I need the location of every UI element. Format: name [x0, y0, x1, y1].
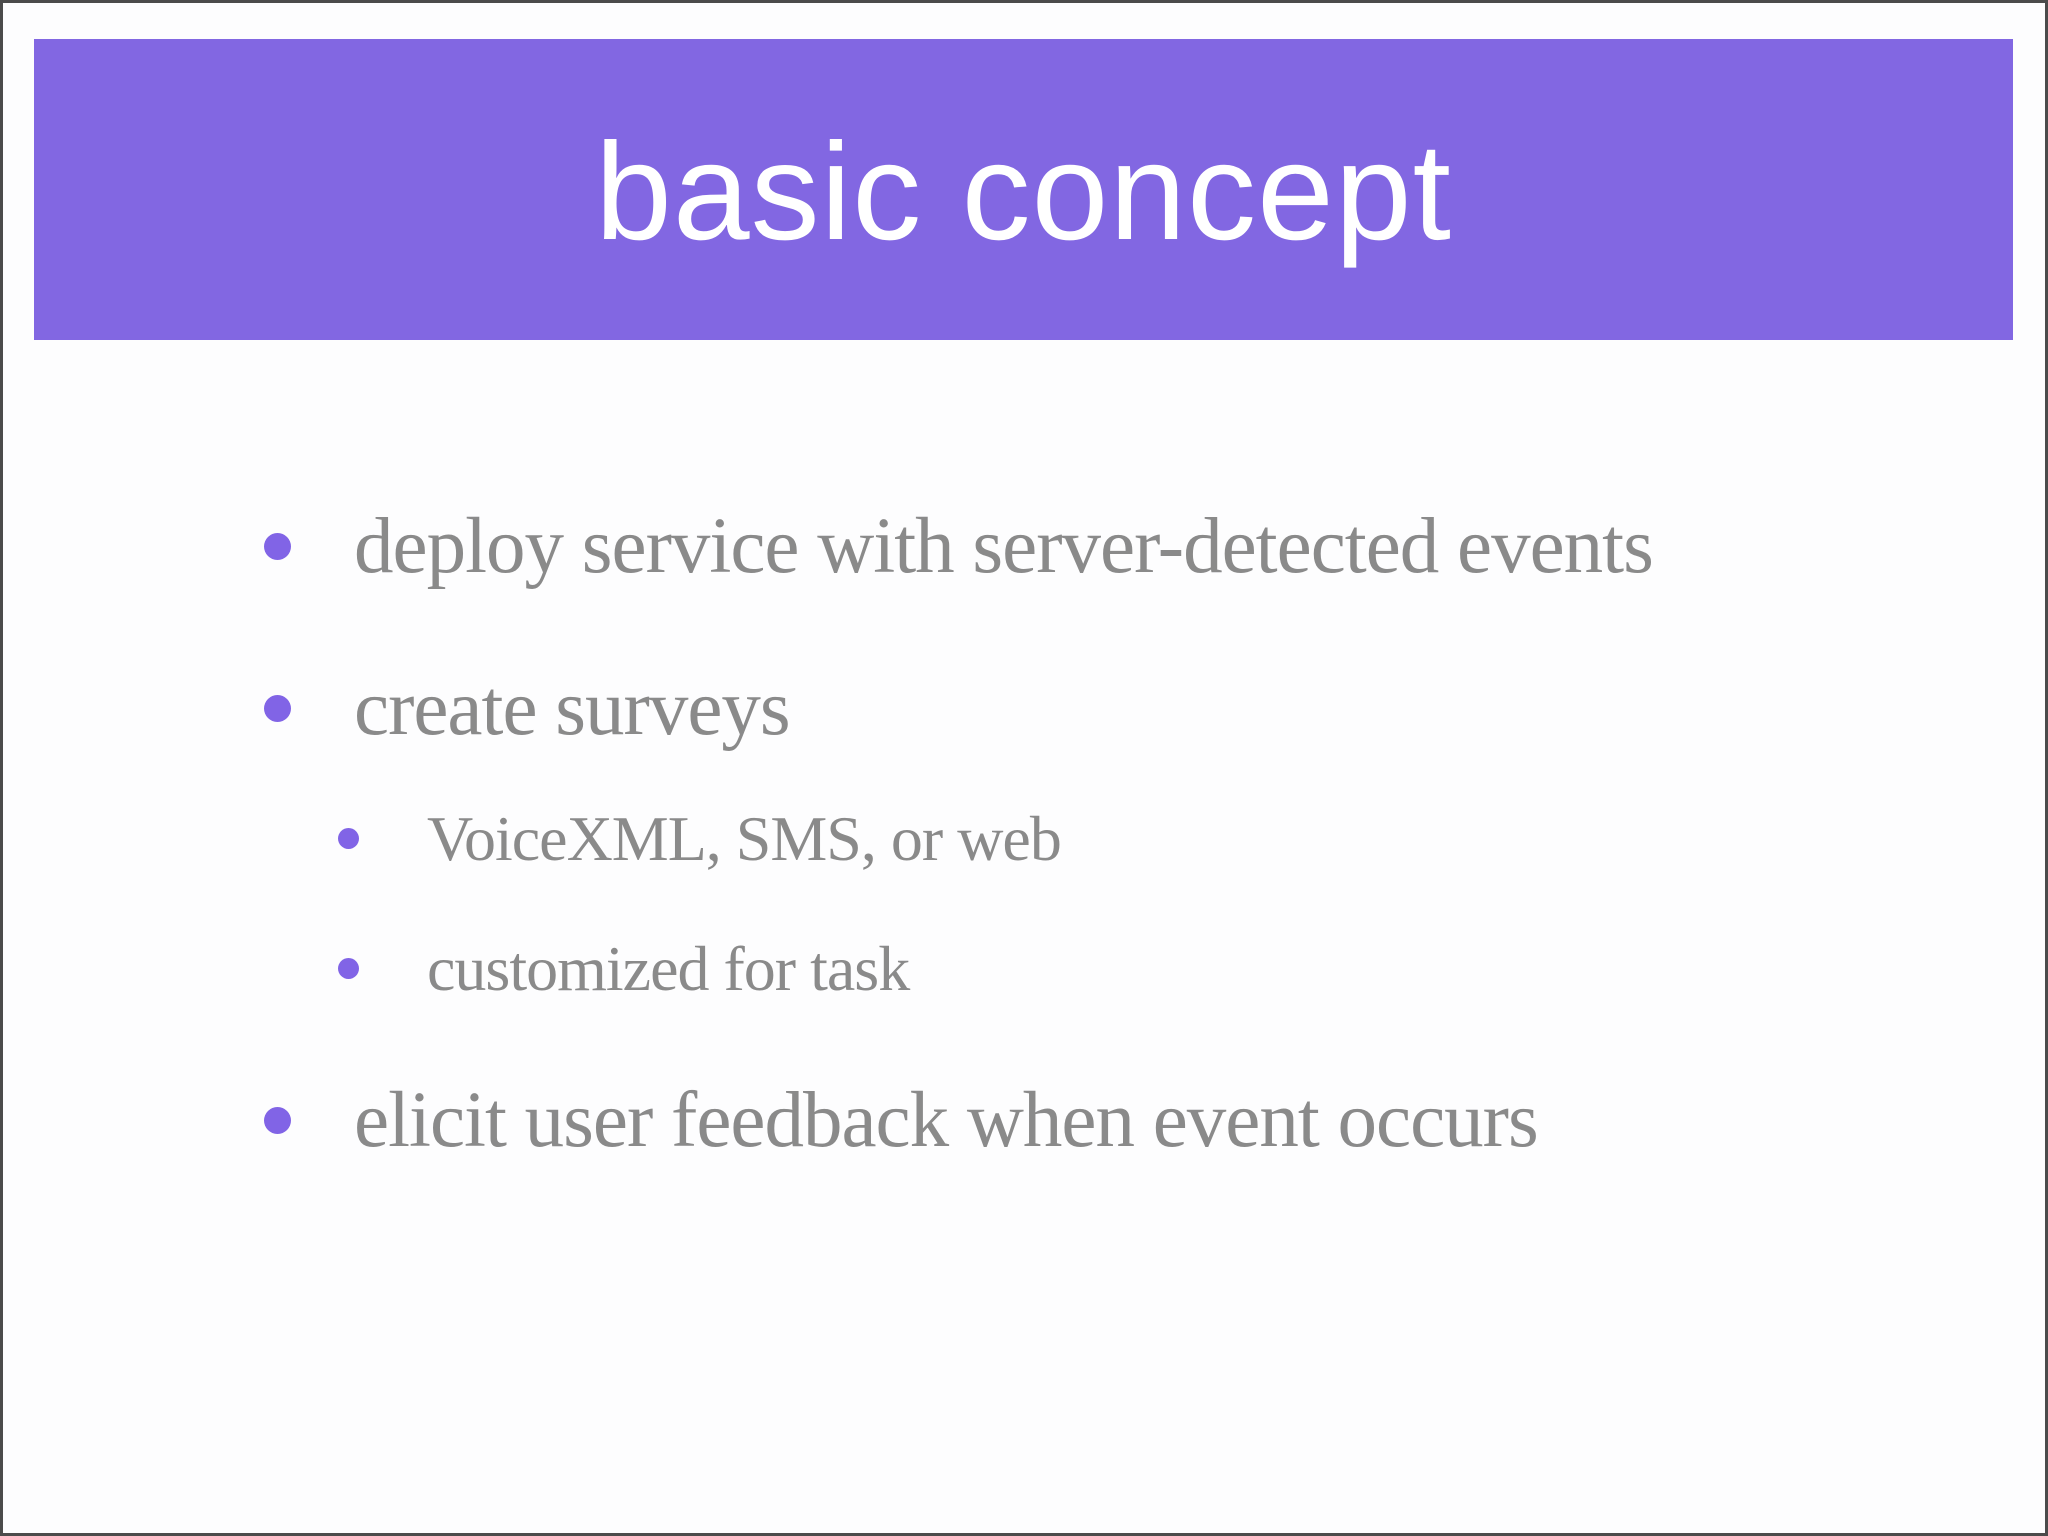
bullet-dot-icon	[338, 828, 359, 849]
bullet-text: deploy service with server-detected even…	[354, 503, 1654, 590]
bullet-item: deploy service with server-detected even…	[264, 493, 1864, 601]
bullet-dot-icon	[264, 1107, 291, 1134]
bullet-subitem: customized for task	[338, 926, 1864, 1012]
bullet-list: deploy service with server-detected even…	[264, 493, 1864, 1175]
bullet-text: elicit user feedback when event occurs	[354, 1077, 1539, 1164]
bullet-text: customized for task	[427, 933, 910, 1004]
bullet-item: elicit user feedback when event occurs	[264, 1067, 1864, 1175]
bullet-text: create surveys	[354, 665, 791, 752]
title-banner: basic concept	[34, 39, 2013, 340]
bullet-subitem: VoiceXML, SMS, or web	[338, 796, 1864, 882]
bullet-text: VoiceXML, SMS, or web	[427, 803, 1062, 874]
bullet-dot-icon	[264, 695, 291, 722]
bullet-item: create surveys	[264, 655, 1864, 763]
slide-title: basic concept	[595, 115, 1452, 269]
bullet-dot-icon	[338, 958, 359, 979]
bullet-dot-icon	[264, 533, 291, 560]
